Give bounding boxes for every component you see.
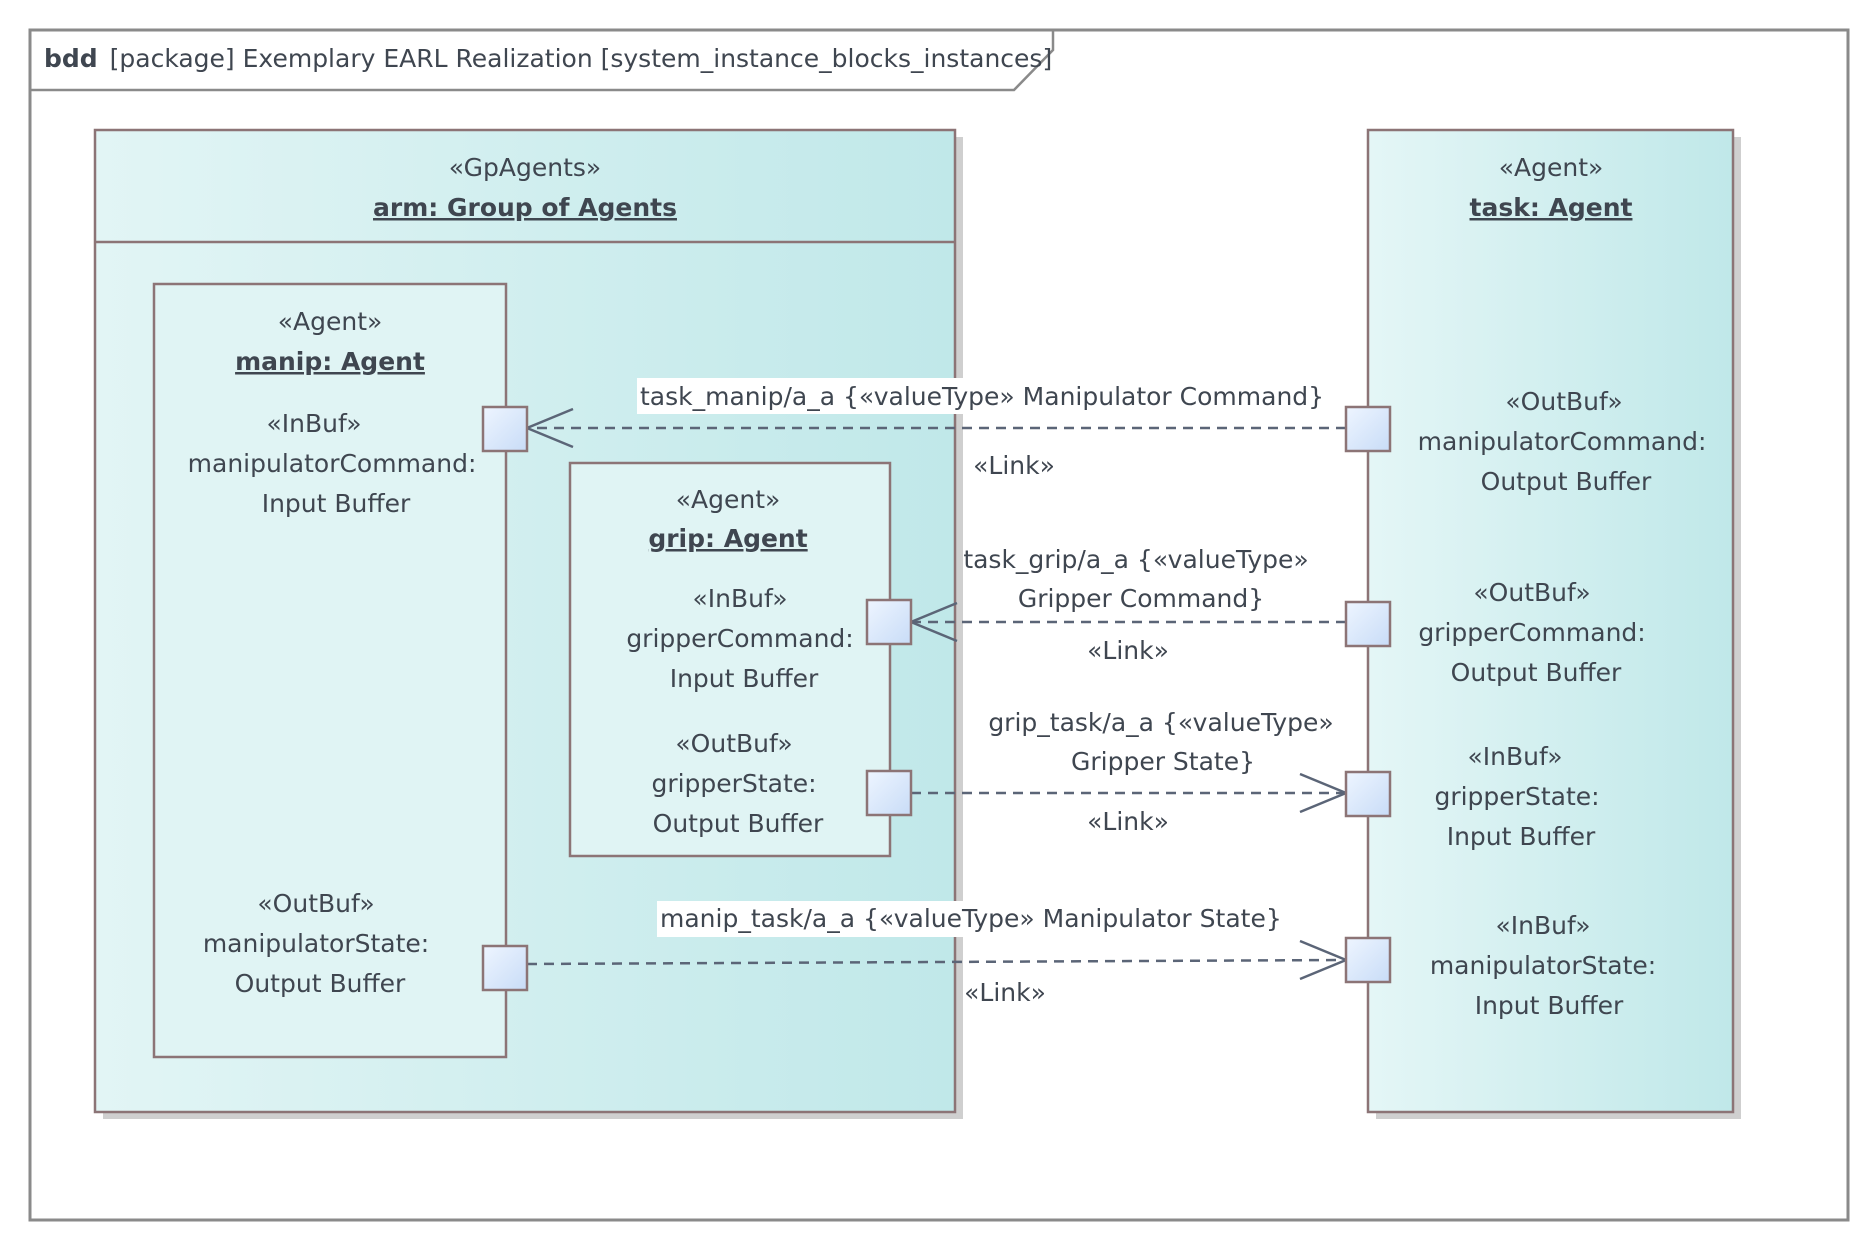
port-task-in-manip-name: manipulatorState:	[1430, 951, 1656, 980]
block-arm-name: arm: Group of Agents	[373, 193, 677, 222]
port-task-out-manip[interactable]	[1344, 405, 1392, 453]
port-manip-in[interactable]	[481, 405, 529, 453]
link-grip-task-stereotype: «Link»	[1087, 807, 1169, 836]
part-manip-stereotype: «Agent»	[278, 307, 383, 336]
link-manip-task-name: manip_task/a_a {«valueType» Manipulator …	[660, 904, 1282, 933]
port-grip-in[interactable]	[865, 598, 913, 646]
link-task-grip-name-line2: Gripper Command}	[1018, 584, 1264, 613]
block-task-stereotype: «Agent»	[1499, 153, 1604, 182]
port-task-in-manip-stereotype: «InBuf»	[1495, 911, 1590, 940]
port-grip-out-label: «OutBuf» gripperState: Output Buffer	[651, 729, 824, 838]
port-manip-out-label: «OutBuf» manipulatorState: Output Buffer	[203, 889, 437, 998]
port-grip-out-stereotype: «OutBuf»	[675, 729, 792, 758]
port-task-out-manip-label: «OutBuf» manipulatorCommand: Output Buff…	[1418, 387, 1715, 496]
port-task-out-grip-type: Output Buffer	[1451, 658, 1622, 687]
port-grip-out[interactable]	[865, 769, 913, 817]
port-task-in-manip[interactable]	[1344, 936, 1392, 984]
port-grip-in-stereotype: «InBuf»	[692, 584, 787, 613]
port-manip-in-stereotype: «InBuf»	[266, 409, 361, 438]
port-grip-in-name: gripperCommand:	[626, 624, 853, 653]
port-manip-in-name: manipulatorCommand:	[188, 449, 477, 478]
port-manip-in-type: Input Buffer	[262, 489, 411, 518]
link-task-grip-name-line1: task_grip/a_a {«valueType»	[963, 545, 1308, 574]
frame-header: [package] Exemplary EARL Realization [sy…	[110, 44, 1053, 73]
block-task-name: task: Agent	[1470, 193, 1633, 222]
link-grip-task-name-line2: Gripper State}	[1071, 747, 1255, 776]
part-grip[interactable]: «Agent» grip: Agent «InBuf» gripperComma…	[568, 461, 892, 858]
port-task-in-grip[interactable]	[1344, 770, 1392, 818]
port-task-out-manip-stereotype: «OutBuf»	[1505, 387, 1622, 416]
port-manip-out-type: Output Buffer	[235, 969, 406, 998]
port-manip-out-name: manipulatorState:	[203, 929, 429, 958]
part-grip-name: grip: Agent	[648, 524, 807, 553]
port-task-in-grip-label: «InBuf» gripperState: Input Buffer	[1434, 742, 1607, 851]
frame-keyword: bdd	[44, 44, 98, 73]
link-task-manip-name: task_manip/a_a {«valueType» Manipulator …	[640, 382, 1324, 411]
block-task[interactable]: «Agent» task: Agent	[1366, 128, 1741, 1119]
part-grip-stereotype: «Agent»	[676, 485, 781, 514]
block-arm-stereotype: «GpAgents»	[449, 153, 601, 182]
link-grip-task-name-line1: grip_task/a_a {«valueType»	[988, 708, 1333, 737]
link-labels: task_manip/a_a {«valueType» Manipulator …	[637, 378, 1334, 1007]
connectors	[523, 407, 1350, 981]
port-grip-out-type: Output Buffer	[653, 809, 824, 838]
port-task-in-grip-type: Input Buffer	[1447, 822, 1596, 851]
port-grip-in-type: Input Buffer	[670, 664, 819, 693]
part-manip-name: manip: Agent	[235, 347, 425, 376]
link-task-manip-stereotype: «Link»	[973, 451, 1055, 480]
part-manip[interactable]: «Agent» manip: Agent «InBuf» manipulator…	[152, 282, 508, 1059]
port-task-in-manip-label: «InBuf» manipulatorState: Input Buffer	[1430, 911, 1664, 1020]
port-task-in-grip-stereotype: «InBuf»	[1467, 742, 1562, 771]
port-task-out-grip[interactable]	[1344, 600, 1392, 648]
port-task-out-grip-stereotype: «OutBuf»	[1473, 578, 1590, 607]
ports	[481, 405, 1392, 992]
link-manip-task-stereotype: «Link»	[964, 978, 1046, 1007]
port-manip-out[interactable]	[481, 944, 529, 992]
svg-text:bdd [package] Exemplary: bdd [package] Exemplary EARL Realization…	[44, 44, 1052, 73]
port-grip-in-label: «InBuf» gripperCommand: Input Buffer	[626, 584, 861, 693]
task-port-labels: «OutBuf» manipulatorCommand: Output Buff…	[1418, 387, 1715, 1020]
port-task-out-manip-name: manipulatorCommand:	[1418, 427, 1707, 456]
port-task-in-manip-type: Input Buffer	[1475, 991, 1624, 1020]
port-manip-out-stereotype: «OutBuf»	[257, 889, 374, 918]
port-manip-in-label: «InBuf» manipulatorCommand: Input Buffer	[188, 409, 485, 518]
port-grip-out-name: gripperState:	[651, 769, 816, 798]
port-task-out-manip-type: Output Buffer	[1481, 467, 1652, 496]
port-task-out-grip-label: «OutBuf» gripperCommand: Output Buffer	[1418, 578, 1653, 687]
port-task-in-grip-name: gripperState:	[1434, 782, 1599, 811]
link-task-grip-stereotype: «Link»	[1087, 636, 1169, 665]
port-task-out-grip-name: gripperCommand:	[1418, 618, 1645, 647]
